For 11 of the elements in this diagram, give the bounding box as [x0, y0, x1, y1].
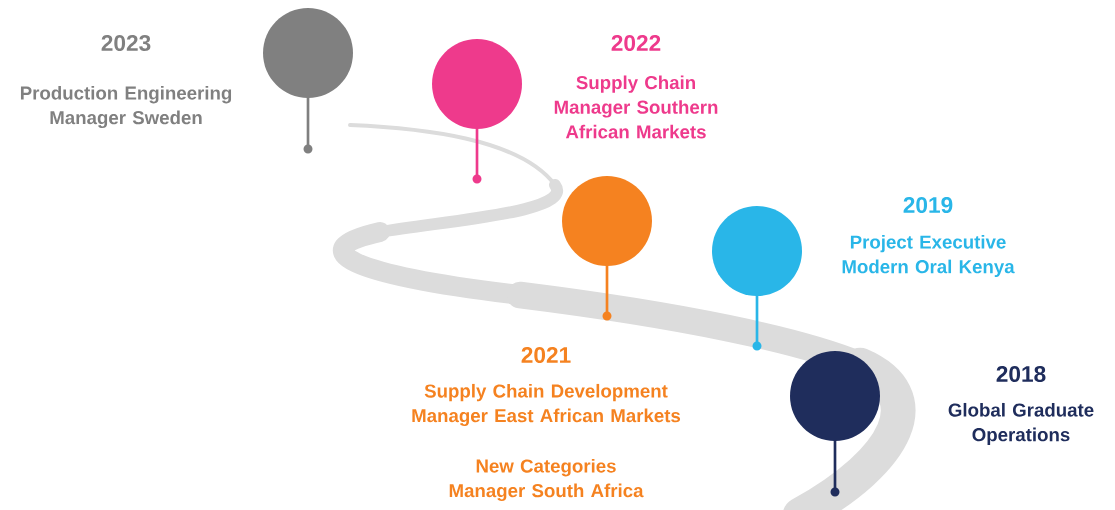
role-title: Global Graduate Operations	[948, 402, 1094, 445]
year-label: 2023	[101, 34, 151, 52]
role-title: Supply Chain Manager Southern African Markets	[554, 75, 718, 139]
year-label: 2021	[521, 346, 571, 364]
year-label: 2019	[903, 196, 953, 214]
role-title: Production Engineering Manager Sweden	[20, 85, 232, 129]
year-label: 2022	[611, 34, 661, 52]
year-label: 2018	[996, 365, 1046, 383]
role-title: Project Executive Modern Oral Kenya	[842, 234, 1015, 277]
role-title: New Categories Manager South Africa	[449, 458, 644, 502]
role-title: Supply Chain Development Manager East African Markets	[412, 383, 681, 427]
